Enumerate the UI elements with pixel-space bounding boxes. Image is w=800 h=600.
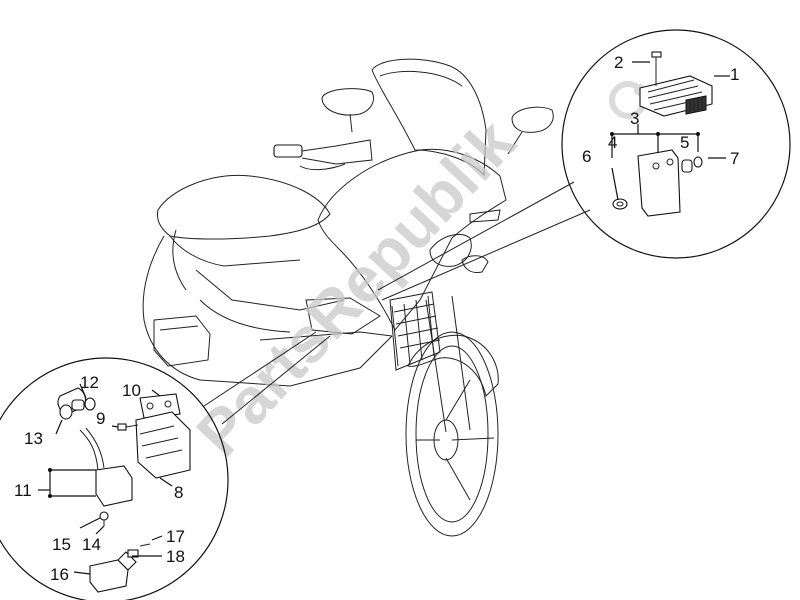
callout-7: 7	[730, 149, 739, 168]
screw-small-part	[117, 423, 139, 431]
scooter-illustration	[142, 58, 554, 537]
callout-2: 2	[614, 53, 623, 72]
screw-small-part-2	[99, 511, 109, 526]
callout-15: 15	[52, 535, 71, 554]
callout-14: 14	[82, 535, 101, 554]
mounting-bracket-part	[637, 149, 681, 217]
screw-clip-part	[127, 543, 151, 558]
detail-circle-control-units	[0, 331, 331, 600]
callout-9: 9	[96, 409, 105, 428]
detail-circle-voltage-regulator	[377, 29, 791, 301]
callout-17: 17	[166, 527, 185, 546]
connector-part	[57, 387, 87, 420]
callout-6: 6	[582, 147, 591, 166]
flasher-unit-part	[89, 551, 137, 593]
radiator-grille	[389, 291, 441, 371]
callout-10: 10	[122, 381, 141, 400]
voltage-regulator-part	[639, 75, 713, 117]
callout-8: 8	[174, 483, 183, 502]
spacer-part	[681, 156, 703, 173]
nut-part	[612, 198, 628, 210]
watermark-text: PartsRepublik	[183, 105, 529, 469]
cap-part	[71, 397, 96, 411]
callout-3: 3	[630, 109, 639, 128]
callout-13: 13	[24, 429, 43, 448]
callout-11: 11	[14, 481, 32, 500]
callout-18: 18	[166, 547, 185, 566]
callout-12: 12	[80, 373, 99, 392]
front-wheel	[405, 295, 499, 537]
control-unit-part	[135, 393, 191, 479]
callout-1: 1	[730, 65, 739, 84]
callout-5: 5	[680, 133, 689, 152]
callout-4: 4	[608, 133, 617, 152]
screw-part	[651, 51, 662, 86]
callout-16: 16	[50, 565, 69, 584]
relay-part	[79, 427, 133, 507]
callout-labels: 1 2 3 4 5 6 7 8 9 10 11 12 13 14 15 16 1…	[14, 53, 739, 584]
